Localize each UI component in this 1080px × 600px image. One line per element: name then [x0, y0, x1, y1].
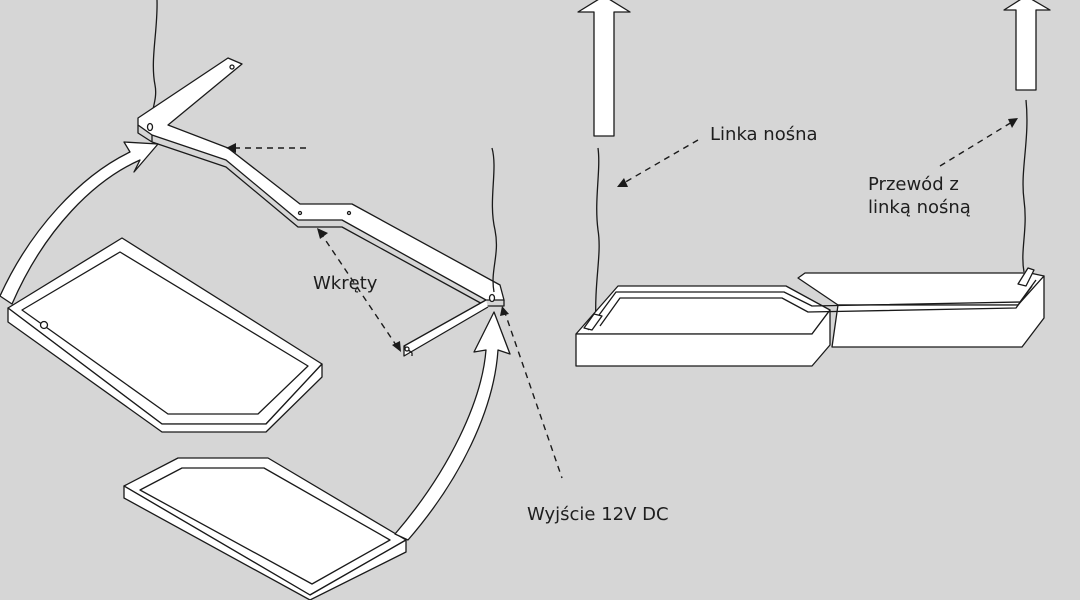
arrowhead	[226, 143, 236, 153]
luminaire-cap	[1017, 267, 1035, 287]
panel-upper-top	[7, 237, 323, 425]
assembled-luminaire	[575, 267, 1045, 367]
output-cable	[491, 147, 498, 293]
support-cable-right	[1022, 99, 1028, 273]
support-cable-label: Linka nośna	[710, 124, 818, 145]
leader-cable-with-line	[939, 121, 1013, 167]
screws-label: Wkręty	[313, 273, 378, 294]
curved-arrow-left	[0, 141, 159, 305]
luminaire-cap	[583, 313, 603, 331]
panel-upper-front	[7, 307, 323, 433]
panel-lower-inner	[139, 467, 391, 585]
cable-with-support-line-label: Przewód z linką nośną	[868, 173, 971, 219]
luminaire-left-front	[575, 309, 831, 367]
leader-output	[503, 309, 563, 479]
bracket-hole	[404, 346, 410, 352]
panel-upper-hole	[39, 320, 49, 330]
luminaire-right-top	[797, 272, 1045, 306]
curved-arrow-right	[394, 311, 511, 541]
bracket-hole	[229, 64, 235, 70]
up-arrow-right	[1003, 0, 1051, 91]
output-label: Wyjście 12V DC	[527, 504, 669, 525]
mounting-bracket	[137, 57, 505, 357]
panel-lower	[123, 457, 407, 600]
arrowhead	[1008, 118, 1018, 128]
bracket-foot	[403, 299, 489, 357]
hanging-cable-left	[151, 0, 158, 123]
leader-support-cable	[621, 139, 699, 185]
arrowhead	[317, 228, 328, 239]
luminaire-channel	[587, 279, 1037, 331]
up-arrow-left	[577, 0, 631, 137]
bracket-hole	[346, 210, 352, 216]
cable-label-line-1: Przewód z	[868, 174, 959, 195]
leader-screws	[319, 231, 399, 349]
bracket-hole	[488, 293, 496, 303]
luminaire-left-top	[575, 285, 831, 335]
arrowhead	[617, 178, 628, 187]
cable-label-line-2: linką nośną	[868, 197, 971, 218]
bracket-hole	[146, 122, 154, 132]
bracket-side	[137, 125, 505, 307]
arrowhead	[392, 341, 401, 352]
bracket-top	[137, 57, 505, 301]
panel-lower-front	[123, 485, 407, 600]
arrowhead	[500, 306, 509, 316]
panel-upper	[7, 237, 323, 433]
support-cable-left	[595, 147, 600, 326]
panel-upper-inner	[21, 251, 309, 415]
bracket-hole	[297, 210, 303, 216]
